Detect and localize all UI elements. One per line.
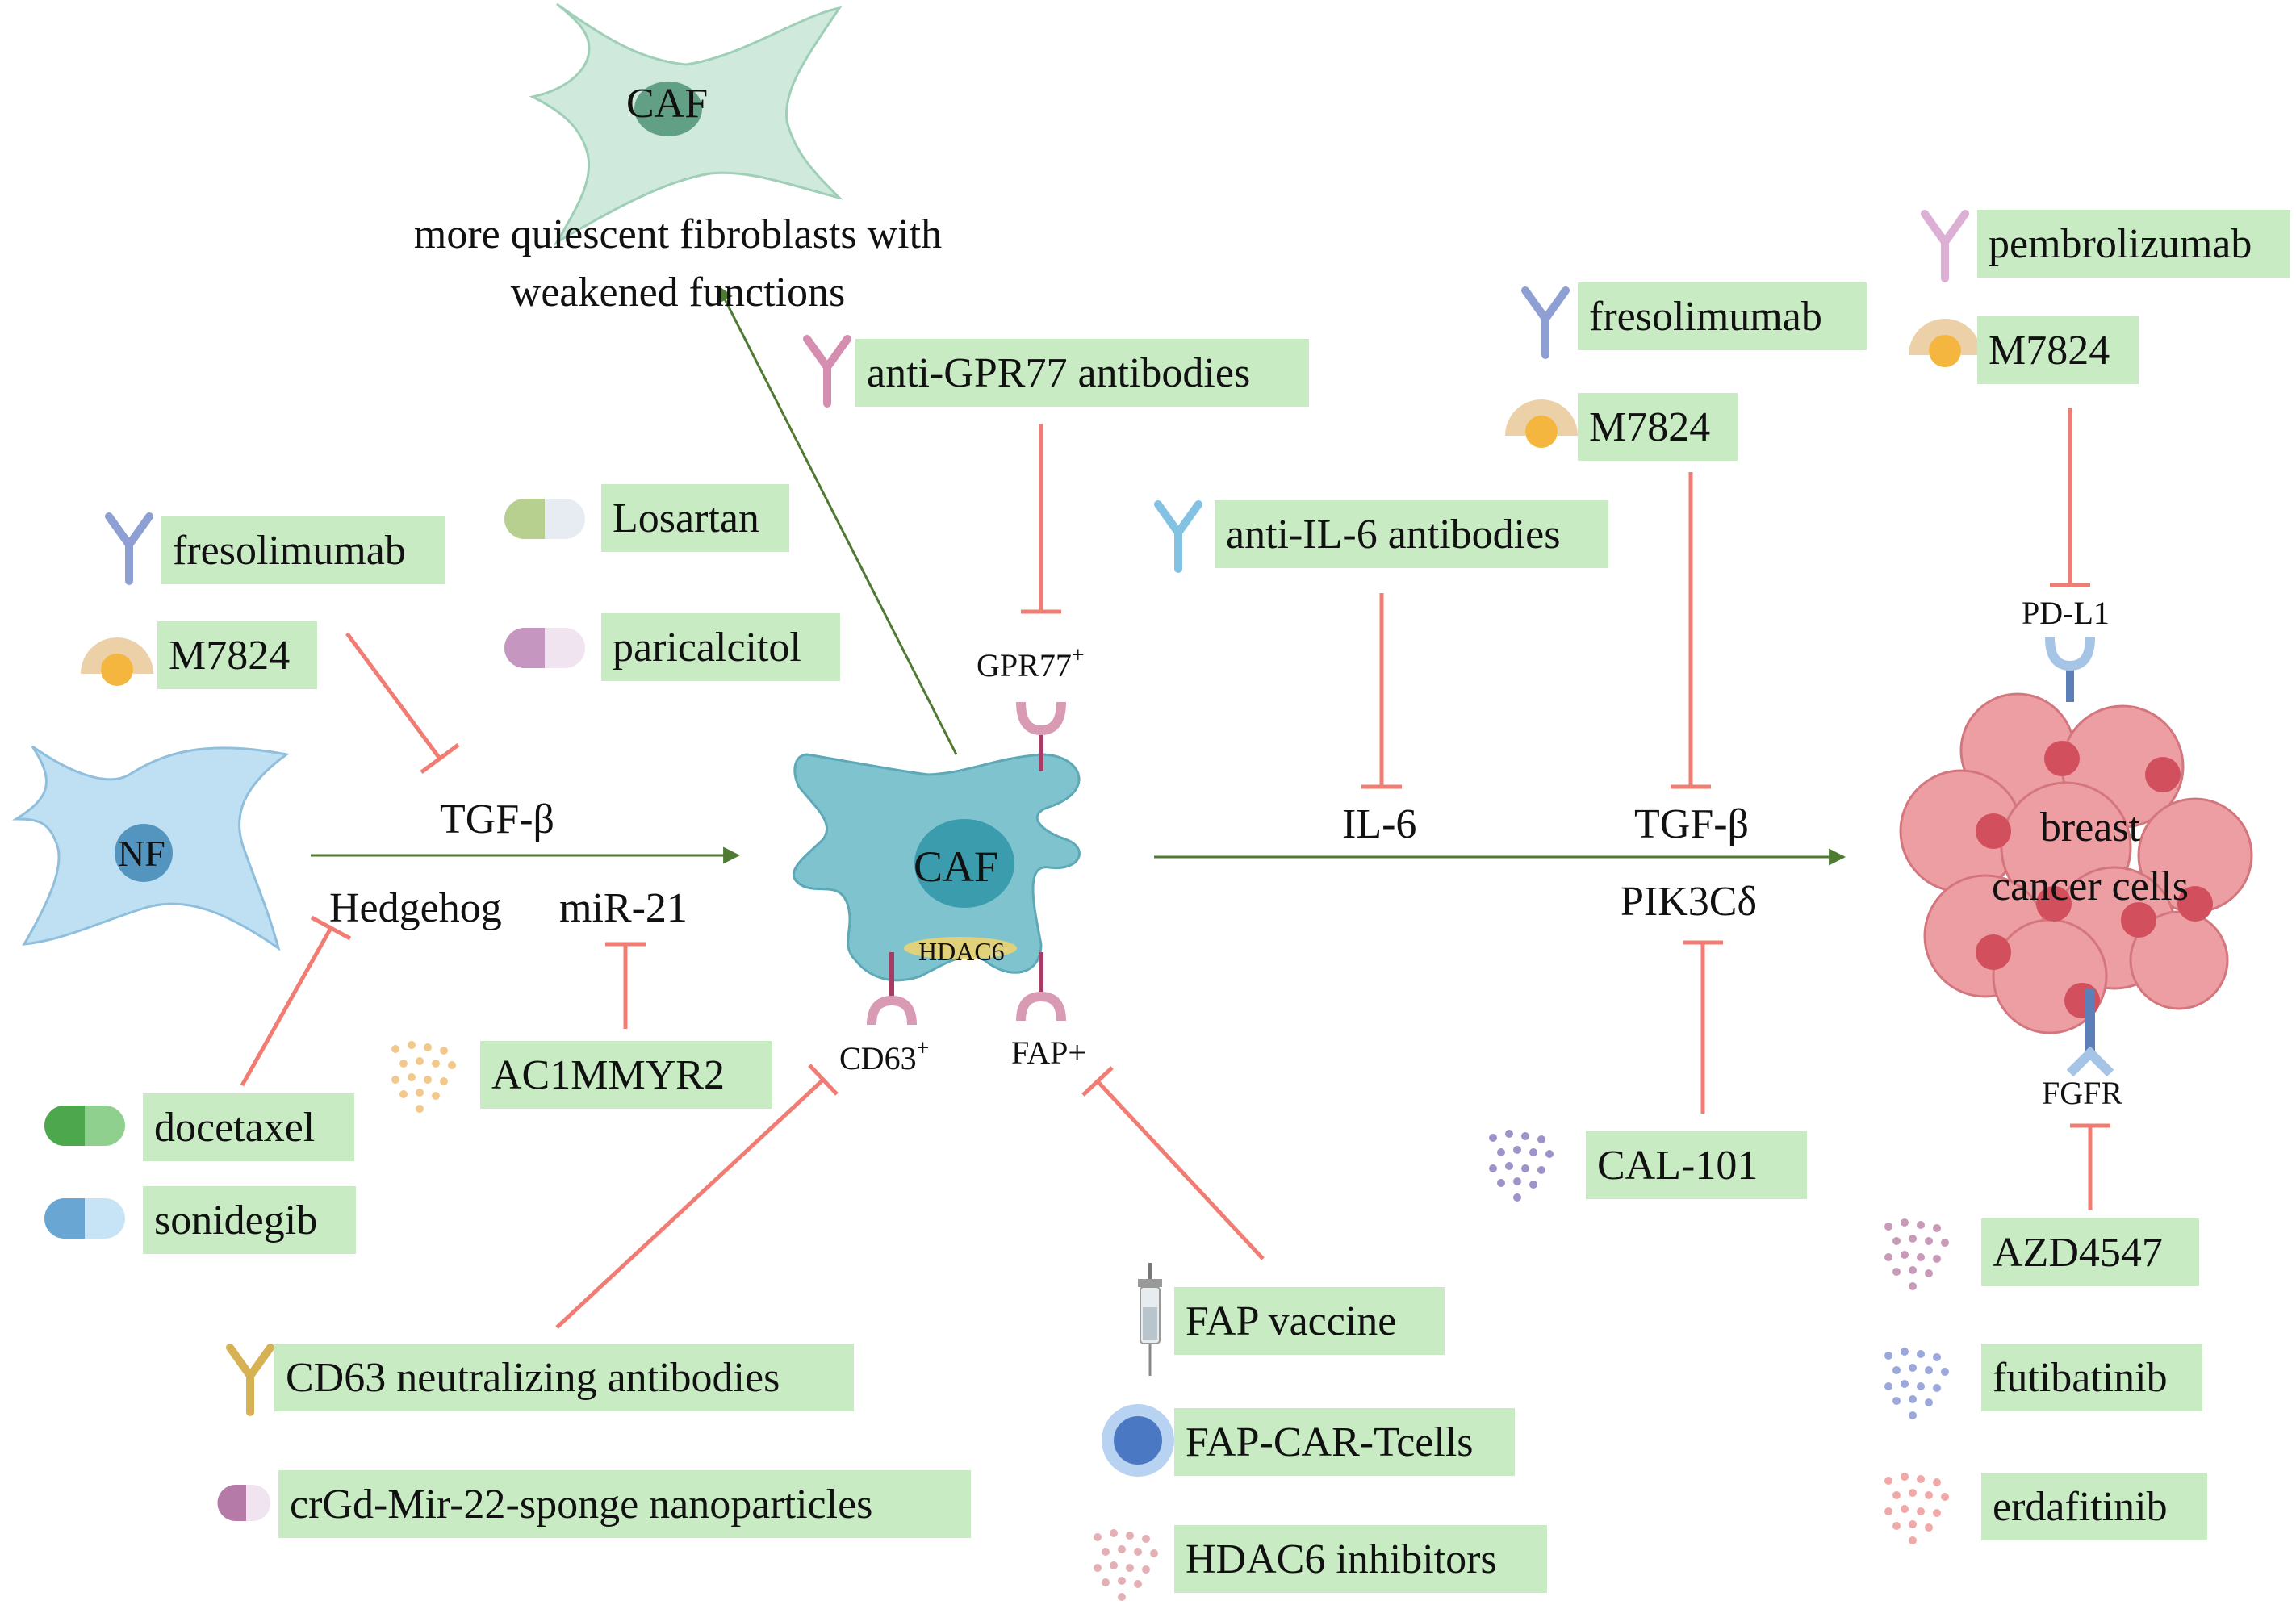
pill-icon-crgd-mir22 [217,1485,270,1521]
drug-label-pembrolizumab: pembrolizumab [1977,210,2290,278]
caf-top-caption-line2: weakened functions [510,270,846,316]
caf-top-caption-line1: more quiescent fibroblasts with [413,211,943,257]
drug-label-futibatinib: futibatinib [1981,1344,2202,1411]
breast-cancer-label-line2: cancer cells [1992,863,2189,909]
drug-label-azd4547: AZD4547 [1981,1218,2199,1286]
gpr77-label: GPR77+ [977,643,1085,683]
drug-label-fap-vaccine: FAP vaccine [1174,1287,1445,1355]
inhibit-fap [1081,1066,1265,1260]
fusion-protein-icon-m7824-right [1505,399,1578,448]
caf-top-label: CAF [626,81,709,127]
activation-arrows [311,285,1846,866]
hedgehog-label: Hedgehog [329,885,502,931]
tgfb-right-label: TGF-β [1634,801,1750,847]
pill-icon-sonidegib [44,1198,125,1239]
mir21-label: miR-21 [559,885,688,931]
pill-icon-paricalcitol [504,628,585,668]
fusion-protein-icon-m7824-far-right [1909,319,1981,367]
cd63-receptor [867,952,917,1026]
pill-icon-losartan [504,499,585,539]
molecule-icon-hdac6-inhibitors [1094,1529,1158,1601]
cd63-label: CD63+ [839,1036,930,1076]
fusion-protein-icon-m7824-left [81,637,153,686]
syringe-icon-fap-vaccine [1138,1263,1162,1376]
fgfr-label: FGFR [2042,1075,2123,1111]
pill-icon-docetaxel [44,1106,125,1146]
drug-label-sonidegib: sonidegib [143,1186,356,1254]
drug-label-m7824-left: M7824 [157,621,317,689]
arrow-caf-to-quiescent [717,285,958,755]
drug-label-hdac6-inhibitors: HDAC6 inhibitors [1174,1525,1547,1593]
inhibit-tgfb-left [345,632,460,775]
drug-label-paricalcitol: paricalcitol [601,613,840,681]
pdl1-label: PD-L1 [2022,595,2110,631]
nf-cell [11,745,290,951]
drug-label-ac1mmyr2: AC1MMYR2 [480,1041,772,1109]
drug-label-cal101: CAL-101 [1586,1131,1807,1199]
drug-label-fap-car-t: FAP-CAR-Tcells [1174,1408,1515,1476]
inhibit-pdl1 [2050,408,2090,587]
nf-label: NF [118,833,165,874]
drug-label-erdafitinib: erdafitinib [1981,1473,2207,1540]
antibody-icon-cd63-neutralizing [226,1344,274,1416]
il6-label: IL-6 [1342,801,1417,847]
molecule-icon-cal101 [1489,1130,1554,1202]
molecule-icon-futibatinib [1884,1348,1949,1419]
inhibit-hedgehog [240,915,352,1087]
drug-label-fresolimumab-right: fresolimumab [1578,282,1867,350]
breast-cancer-label-line1: breast [2039,805,2141,851]
drug-label-m7824-far-right: M7824 [1977,316,2139,384]
antibody-icon-pembrolizumab [1921,210,1969,282]
gpr77-receptor [1016,701,1066,771]
drug-label-anti-il6: anti-IL-6 antibodies [1215,500,1608,568]
molecule-icon-azd4547 [1884,1218,1949,1290]
inhibit-fgfr [2070,1123,2110,1210]
drug-label-docetaxel: docetaxel [143,1093,354,1161]
antibody-icon-fresolimumab-right [1521,286,1570,359]
fap-receptor [1016,952,1066,1022]
antibody-icon-anti-il6 [1154,500,1202,573]
caf-top-cell [529,2,843,246]
caf-center-label: CAF [914,842,999,891]
fap-label: FAP+ [1011,1034,1086,1071]
drug-label-fresolimumab-left: fresolimumab [161,516,445,584]
inhibit-mir21 [605,942,646,1029]
pdl1-receptor [2045,637,2095,702]
pik3cd-label: PIK3Cδ [1621,879,1757,925]
tgfb-left-label: TGF-β [440,796,555,842]
drug-label-crgd-mir22: crGd-Mir-22-sponge nanoparticles [278,1470,971,1538]
drug-label-anti-gpr77: anti-GPR77 antibodies [855,339,1309,407]
antibody-icon-fresolimumab-left [105,512,153,585]
breast-cancer-cells [1899,692,2253,1034]
inhibit-tgfb-right [1671,472,1711,789]
fgfr-receptor [2066,988,2114,1077]
antibody-icon-anti-gpr77 [803,335,851,408]
inhibit-pik3cd [1683,940,1723,1114]
inhibit-gpr77 [1021,424,1061,614]
caf-center-cell [793,753,1081,982]
drug-label-losartan: Losartan [601,484,789,552]
inhibit-cd63 [555,1064,839,1329]
drug-label-m7824-right: M7824 [1578,393,1738,461]
inhibition-lines [240,408,2110,1329]
drug-label-cd63-neutralizing: CD63 neutralizing antibodies [274,1344,854,1411]
hdac6-label: HDAC6 [918,937,1005,966]
inhibit-il6 [1361,593,1402,789]
car-t-cell-icon [1102,1404,1174,1477]
molecule-icon-erdafitinib [1884,1473,1949,1544]
molecule-icon-ac1mmyr2 [391,1041,456,1113]
